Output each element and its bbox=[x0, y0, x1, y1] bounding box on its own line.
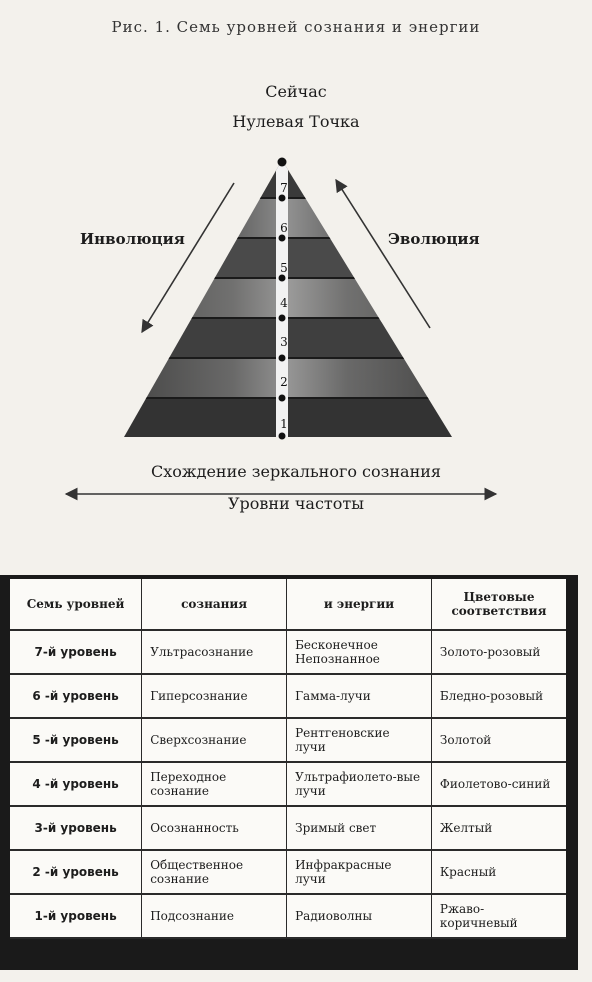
levels-table: Семь уровней сознания и энергии Цветовые… bbox=[10, 579, 566, 939]
cell-energy: Радиоволны bbox=[287, 895, 432, 939]
band-6 bbox=[124, 198, 452, 238]
header-energy: и энергии bbox=[287, 579, 432, 631]
table-row: 6 -й уровень Гиперсознание Гамма-лучи Бл… bbox=[10, 675, 566, 719]
cell-consciousness: Общественное сознание bbox=[142, 851, 288, 895]
pyramid-diagram: 7 6 5 4 3 2 1 bbox=[64, 157, 498, 501]
cell-energy: Инфракрасные лучи bbox=[287, 851, 432, 895]
now-label: Сейчас bbox=[265, 82, 327, 101]
cell-color: Красный bbox=[431, 851, 566, 895]
table-row: 1-й уровень Подсознание Радиоволны Ржаво… bbox=[10, 895, 566, 939]
involution-arrow bbox=[141, 182, 235, 334]
header-levels: Семь уровней bbox=[10, 579, 143, 631]
cell-energy: Ультрафиолето-вые лучи bbox=[287, 763, 432, 807]
table-row: 7-й уровень Ультрасознание Бесконечное Н… bbox=[10, 631, 566, 675]
table-row: 4 -й уровень Переходное сознание Ультраф… bbox=[10, 763, 566, 807]
cell-consciousness: Подсознание bbox=[142, 895, 288, 939]
evolution-arrow bbox=[335, 178, 431, 329]
table-row: 5 -й уровень Сверхсознание Рентгеновские… bbox=[10, 719, 566, 763]
cell-color: Золото-розовый bbox=[431, 631, 566, 675]
band-7 bbox=[124, 160, 452, 198]
zero-point-label: Нулевая Точка bbox=[232, 112, 360, 131]
cell-level: 7-й уровень bbox=[10, 631, 143, 675]
involution-label: Инволюция bbox=[80, 230, 185, 248]
cell-color: Желтый bbox=[431, 807, 566, 851]
evolution-label: Эволюция bbox=[388, 230, 480, 248]
cell-consciousness: Сверхсознание bbox=[142, 719, 288, 763]
table-row: 3-й уровень Осознанность Зримый свет Жел… bbox=[10, 807, 566, 851]
cell-level: 2 -й уровень bbox=[10, 851, 143, 895]
level-number-7: 7 bbox=[280, 181, 288, 195]
level-number-3: 3 bbox=[280, 335, 288, 349]
pyramid-bands bbox=[124, 160, 452, 437]
axis-dots bbox=[277, 157, 287, 440]
table-header-row: Семь уровней сознания и энергии Цветовые… bbox=[10, 579, 566, 631]
levels-table-frame: Семь уровней сознания и энергии Цветовые… bbox=[0, 575, 578, 970]
cell-color: Ржаво-коричневый bbox=[431, 895, 566, 939]
cell-energy: Бесконечное Непознанное bbox=[287, 631, 432, 675]
cell-consciousness: Переходное сознание bbox=[142, 763, 288, 807]
cell-color: Золотой bbox=[431, 719, 566, 763]
cell-consciousness: Осознанность bbox=[142, 807, 288, 851]
cell-energy: Гамма-лучи bbox=[287, 675, 432, 719]
center-axis bbox=[276, 160, 288, 437]
band-3 bbox=[124, 318, 452, 358]
cell-color: Фиолетово-синий bbox=[431, 763, 566, 807]
cell-energy: Рентгеновские лучи bbox=[287, 719, 432, 763]
level-number-1: 1 bbox=[280, 417, 288, 431]
level-number-2: 2 bbox=[280, 375, 288, 389]
band-4 bbox=[124, 278, 452, 318]
cell-level: 5 -й уровень bbox=[10, 719, 143, 763]
cell-level: 6 -й уровень bbox=[10, 675, 143, 719]
cell-level: 1-й уровень bbox=[10, 895, 143, 939]
level-number-5: 5 bbox=[280, 261, 288, 275]
level-number-4: 4 bbox=[280, 296, 288, 310]
band-1 bbox=[124, 398, 452, 437]
table-row: 2 -й уровень Общественное сознание Инфра… bbox=[10, 851, 566, 895]
mirror-convergence-label: Схождение зеркального сознания bbox=[150, 462, 441, 481]
level-number-6: 6 bbox=[280, 221, 288, 235]
header-colors: Цветовые соответствия bbox=[431, 579, 566, 631]
cell-energy: Зримый свет bbox=[287, 807, 432, 851]
cell-level: 3-й уровень bbox=[10, 807, 143, 851]
cell-level: 4 -й уровень bbox=[10, 763, 143, 807]
band-5 bbox=[124, 238, 452, 278]
cell-consciousness: Гиперсознание bbox=[142, 675, 288, 719]
header-consciousness: сознания bbox=[142, 579, 288, 631]
cell-color: Бледно-розовый bbox=[431, 675, 566, 719]
figure-title: Рис. 1. Семь уровней сознания и энергии bbox=[111, 18, 481, 36]
cell-consciousness: Ультрасознание bbox=[142, 631, 288, 675]
band-2 bbox=[124, 358, 452, 398]
